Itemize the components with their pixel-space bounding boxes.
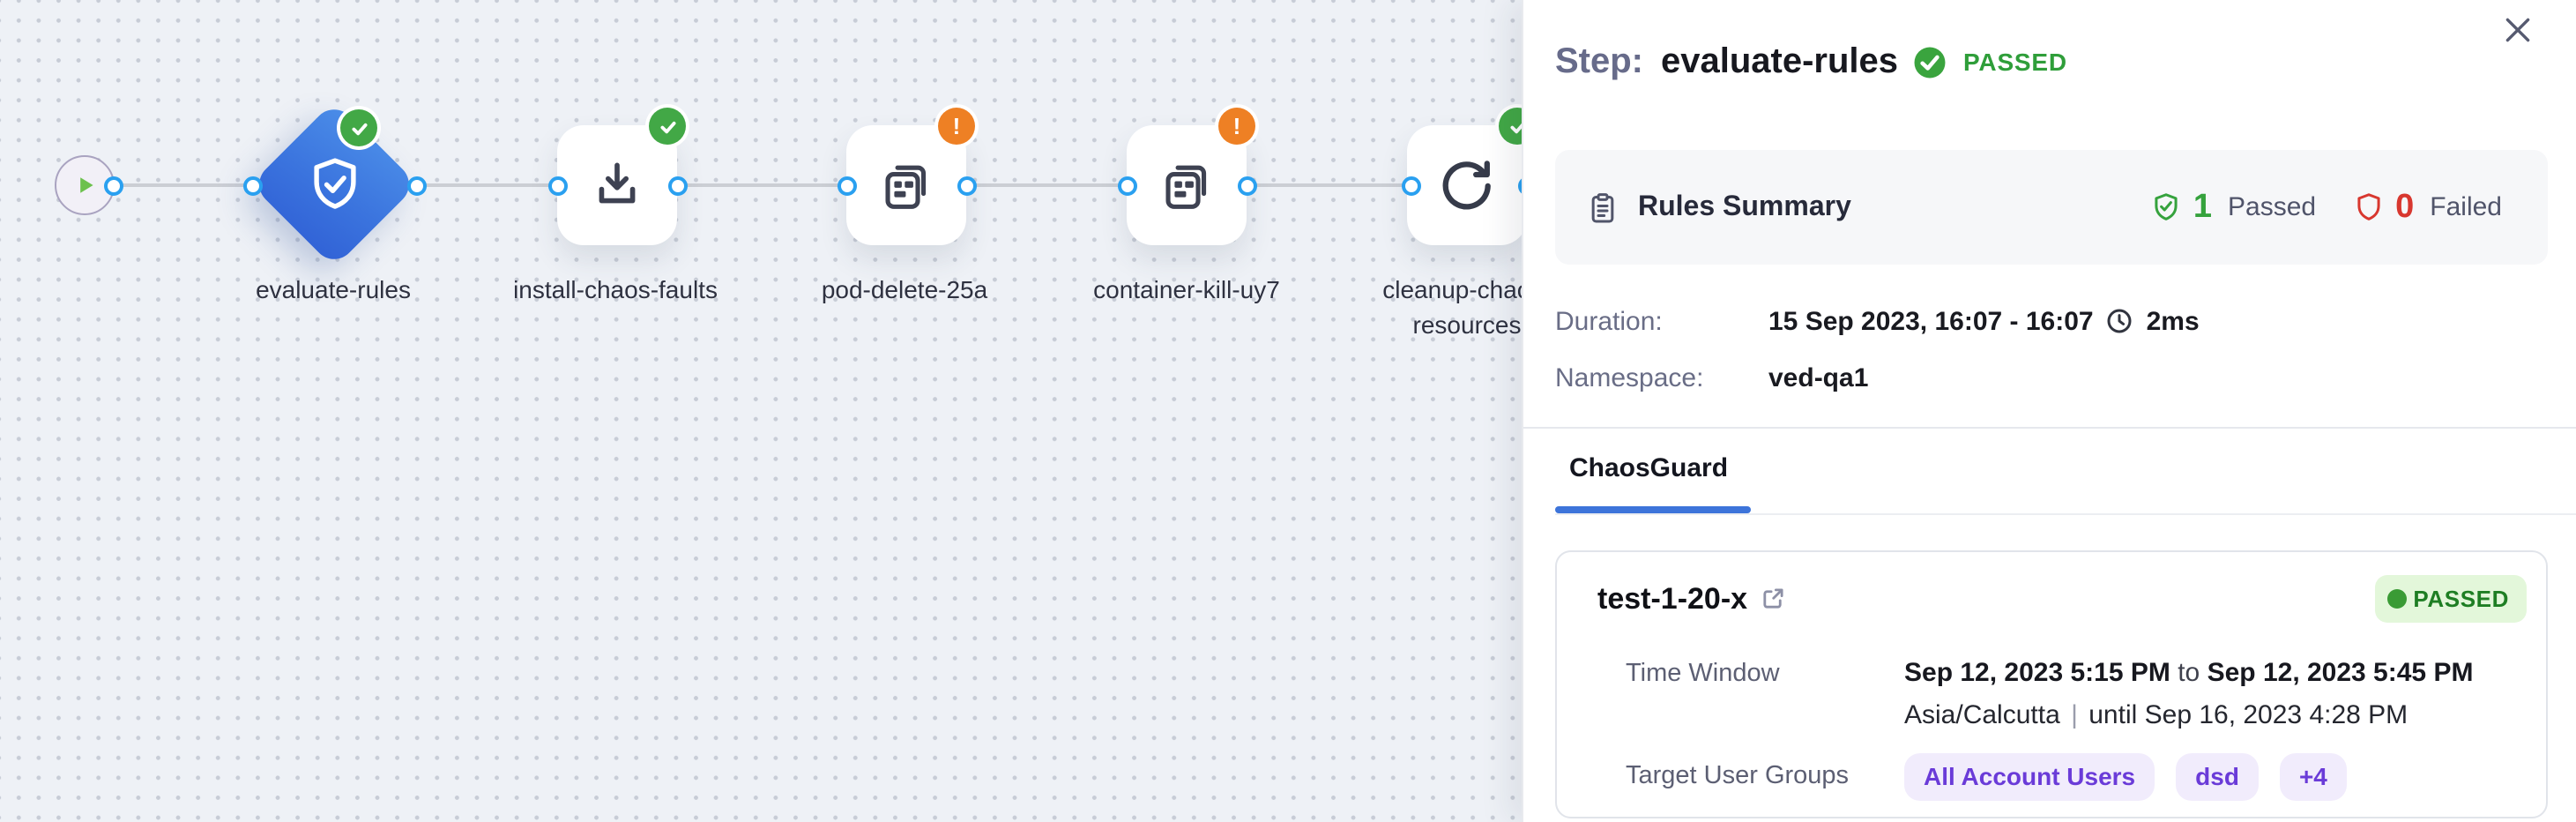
- user-group-chip: All Account Users: [1904, 752, 2155, 800]
- duration-elapsed: 2ms: [2146, 306, 2200, 336]
- time-window-start: Sep 12, 2023 5:15 PM: [1904, 657, 2170, 687]
- node-label: evaluate-rules: [256, 275, 411, 303]
- tab-label: ChaosGuard: [1569, 453, 1729, 483]
- duration-row: Duration: 15 Sep 2023, 16:07 - 16:07 2ms: [1555, 293, 2548, 349]
- timezone-separator: |: [2071, 699, 2078, 729]
- shield-check-icon: [313, 157, 355, 208]
- valid-until: until Sep 16, 2023 4:28 PM: [2088, 699, 2408, 729]
- status-badge-warning-icon: !: [1218, 108, 1255, 145]
- step-status-badge: PASSED: [1963, 48, 2067, 76]
- tab-bar: ChaosGuard: [1555, 429, 2576, 514]
- timezone: Asia/Calcutta: [1904, 699, 2060, 729]
- node-evaluate-rules[interactable]: [250, 101, 418, 268]
- connector-port[interactable]: [406, 176, 426, 195]
- namespace-label: Namespace:: [1555, 362, 1704, 392]
- node-install-chaos-faults[interactable]: [557, 108, 686, 245]
- node-label: container-kill-uy7: [1093, 275, 1280, 303]
- node-label: install-chaos-faults: [513, 275, 718, 303]
- time-window-row: Time Window Sep 12, 2023 5:15 PM to Sep …: [1592, 652, 2527, 736]
- tab-chaosguard[interactable]: ChaosGuard: [1555, 453, 1751, 512]
- external-link-icon[interactable]: [1760, 586, 1786, 612]
- clipboard-icon: [1591, 192, 1614, 222]
- connector-port[interactable]: [837, 176, 856, 195]
- step-details-panel: Step: evaluate-rules PASSED Rules Su: [1522, 0, 2576, 822]
- status-badge-passed-icon: [340, 109, 377, 146]
- connector-port[interactable]: [547, 176, 567, 195]
- target-user-groups-label: Target User Groups: [1626, 762, 1850, 790]
- check-circle-icon: [1913, 46, 1945, 78]
- connector-port[interactable]: [1117, 176, 1136, 195]
- connector-port[interactable]: [242, 176, 262, 195]
- passed-count: 1: [2193, 188, 2213, 225]
- clock-icon: [2108, 309, 2133, 333]
- user-group-chip: dsd: [2176, 752, 2259, 800]
- node-label: pod-delete-25a: [821, 275, 988, 303]
- active-tab-underline: [1555, 506, 1751, 512]
- connector-port[interactable]: [667, 176, 687, 195]
- namespace-value: ved-qa1: [1768, 362, 1869, 392]
- close-icon: [2505, 18, 2530, 42]
- shield-failed-icon: [2356, 193, 2379, 220]
- panel-header: Step: evaluate-rules PASSED: [1555, 0, 2548, 86]
- user-group-more-chip[interactable]: +4: [2279, 752, 2347, 800]
- close-button[interactable]: [2495, 7, 2541, 53]
- duration-label: Duration:: [1555, 306, 1663, 336]
- condition-title: test-1-20-x: [1597, 581, 1748, 615]
- connector-port[interactable]: [1237, 176, 1256, 195]
- chaos-fault-icon: [885, 165, 927, 209]
- node-pod-delete-25a[interactable]: !: [846, 108, 975, 245]
- namespace-row: Namespace: ved-qa1: [1555, 349, 2548, 406]
- download-icon: [599, 162, 636, 204]
- pipeline-edge: [113, 183, 1527, 187]
- connector-port[interactable]: [1401, 176, 1420, 195]
- rules-summary-bar: Rules Summary 1 Passed 0 Failed: [1555, 150, 2548, 265]
- passed-label: Passed: [2228, 192, 2317, 222]
- play-icon: [80, 177, 93, 193]
- shield-passed-icon: [2155, 193, 2178, 220]
- time-window-label: Time Window: [1626, 659, 1780, 687]
- connector-port[interactable]: [957, 176, 976, 195]
- step-title: evaluate-rules: [1661, 41, 1899, 80]
- node-container-kill-uy7[interactable]: !: [1127, 108, 1255, 245]
- target-user-groups-row: Target User Groups All Account Users dsd…: [1592, 752, 2527, 800]
- failed-label: Failed: [2430, 192, 2502, 222]
- chaosguard-condition-card: test-1-20-x PASSED Time Window: [1555, 549, 2548, 818]
- rules-summary-counts: 1 Passed 0 Failed: [2149, 188, 2502, 227]
- duration-value: 15 Sep 2023, 16:07 - 16:07: [1768, 306, 2094, 336]
- condition-status-badge: PASSED: [2374, 575, 2527, 623]
- retry-icon: [1442, 161, 1491, 210]
- status-badge-passed-icon: [649, 108, 686, 145]
- time-window-end: Sep 12, 2023 5:45 PM: [2207, 657, 2474, 687]
- step-prefix-label: Step:: [1555, 41, 1643, 80]
- step-details: Duration: 15 Sep 2023, 16:07 - 16:07 2ms…: [1555, 293, 2548, 406]
- time-window-connector: to: [2178, 657, 2200, 687]
- connector-port[interactable]: [103, 176, 123, 195]
- node-cleanup-chaos-resources[interactable]: [1407, 108, 1536, 245]
- failed-count: 0: [2395, 188, 2415, 225]
- status-dot: [2386, 589, 2407, 609]
- section-divider: [1523, 427, 2576, 429]
- rules-summary-title: Rules Summary: [1638, 191, 1851, 221]
- chaos-fault-icon: [1165, 165, 1207, 209]
- status-badge-warning-icon: !: [938, 108, 975, 145]
- condition-status-text: PASSED: [2413, 586, 2509, 612]
